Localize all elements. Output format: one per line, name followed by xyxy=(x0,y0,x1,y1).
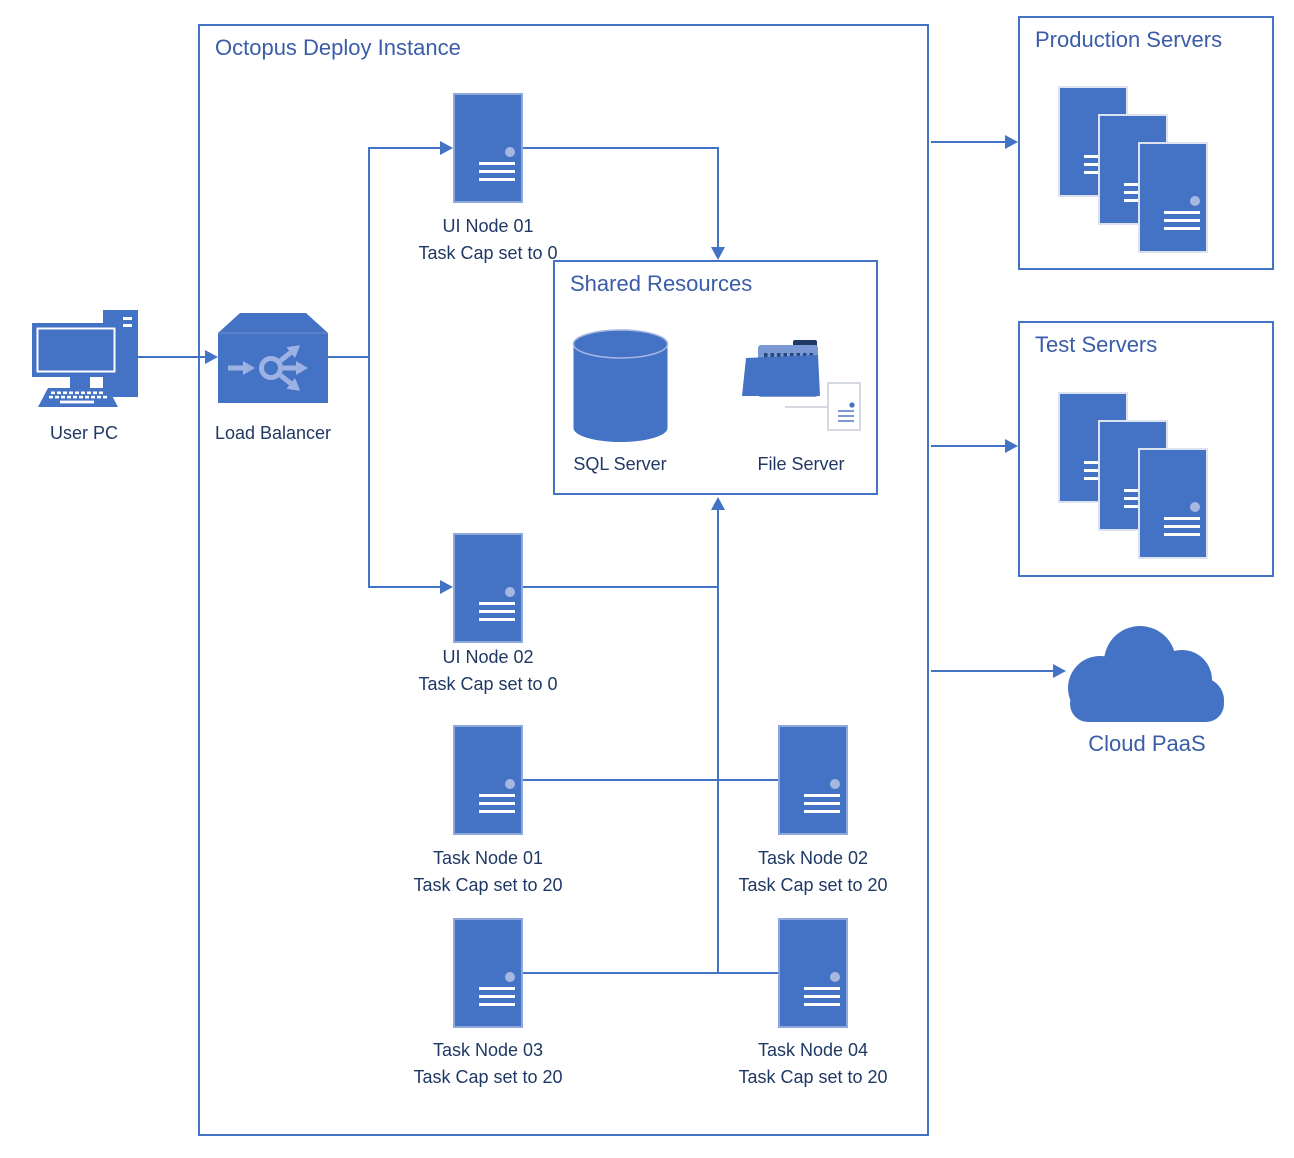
task-node-03-label: Task Node 03 Task Cap set to 20 xyxy=(378,1037,598,1091)
server-led-dot xyxy=(830,779,840,789)
server-vent-lines xyxy=(1164,211,1200,235)
connector-box-production xyxy=(931,141,1006,143)
connector-tasknode01-tasknode02 xyxy=(523,779,778,781)
file-server-label: File Server xyxy=(757,454,845,474)
cloud-paas-label: Cloud PaaS xyxy=(1088,731,1206,756)
connector-uinode01-horizontal xyxy=(523,147,719,149)
shared-resources-title: Shared Resources xyxy=(570,271,753,296)
ui-node-02-name: UI Node 02 xyxy=(442,647,534,667)
connector-userpc-loadbalancer xyxy=(138,356,206,358)
task-node-04-name: Task Node 04 xyxy=(757,1040,869,1060)
server-led-dot xyxy=(505,147,515,157)
server-vent-lines xyxy=(1164,517,1200,541)
server-vent-lines xyxy=(479,987,515,1011)
server-vent-lines xyxy=(479,794,515,818)
server-icon-task-node-02 xyxy=(778,725,848,835)
connector-tasks-shared-vertical xyxy=(717,510,719,973)
server-led-dot xyxy=(830,972,840,982)
production-servers-box: Production Servers xyxy=(1018,16,1274,270)
arrowhead-box-cloud xyxy=(1053,664,1066,678)
ui-node-02-label: UI Node 02 Task Cap set to 0 xyxy=(378,644,598,698)
server-vent-lines xyxy=(479,162,515,186)
sql-server-database-icon xyxy=(572,329,669,442)
arrowhead-branch-uinode02 xyxy=(440,580,453,594)
server-led-dot xyxy=(505,587,515,597)
server-icon-task-node-04 xyxy=(778,918,848,1028)
server-vent-lines xyxy=(804,987,840,1011)
task-node-04-label: Task Node 04 Task Cap set to 20 xyxy=(703,1037,923,1091)
server-icon-ui-node-02 xyxy=(453,533,523,643)
arrowhead-userpc-loadbalancer xyxy=(205,350,218,364)
connector-branch-vertical xyxy=(368,147,370,588)
server-icon-task-node-01 xyxy=(453,725,523,835)
test-servers-title: Test Servers xyxy=(1035,332,1158,357)
test-server-front xyxy=(1138,448,1208,559)
ui-node-02-caption: Task Cap set to 0 xyxy=(418,674,558,694)
connector-uinode02-junction xyxy=(523,586,719,588)
sql-server-label: SQL Server xyxy=(573,454,667,474)
load-balancer-icon xyxy=(218,313,328,403)
server-vent-lines xyxy=(479,602,515,626)
task-node-02-name: Task Node 02 xyxy=(757,848,869,868)
file-server-folder-icon xyxy=(742,340,861,431)
ui-node-01-name: UI Node 01 xyxy=(442,216,534,236)
server-vent-lines xyxy=(804,794,840,818)
production-servers-title: Production Servers xyxy=(1035,27,1223,52)
server-led-dot xyxy=(505,972,515,982)
cloud-icon xyxy=(1068,626,1224,722)
connector-branch-uinode02 xyxy=(368,586,440,588)
connector-branch-uinode01 xyxy=(368,147,440,149)
shared-resources-box: Shared Resources xyxy=(553,260,878,495)
arrowhead-branch-uinode01 xyxy=(440,141,453,155)
server-led-dot xyxy=(1190,196,1200,206)
user-pc-label: User PC xyxy=(49,423,118,443)
server-icon-task-node-03 xyxy=(453,918,523,1028)
task-node-03-name: Task Node 03 xyxy=(432,1040,544,1060)
production-server-front xyxy=(1138,142,1208,253)
task-node-04-caption: Task Cap set to 20 xyxy=(738,1067,888,1087)
user-pc-icon xyxy=(32,310,138,407)
server-led-dot xyxy=(505,779,515,789)
task-node-03-caption: Task Cap set to 20 xyxy=(413,1067,563,1087)
task-node-01-caption: Task Cap set to 20 xyxy=(413,875,563,895)
ui-node-01-label: UI Node 01 Task Cap set to 0 xyxy=(378,213,598,267)
arrowhead-box-test xyxy=(1005,439,1018,453)
connector-box-test xyxy=(931,445,1006,447)
task-node-01-name: Task Node 01 xyxy=(432,848,544,868)
arrowhead-into-shared-bottom xyxy=(711,497,725,510)
task-node-01-label: Task Node 01 Task Cap set to 20 xyxy=(378,845,598,899)
connector-uinode01-shared-vertical xyxy=(717,147,719,248)
arrowhead-box-production xyxy=(1005,135,1018,149)
connector-box-cloud xyxy=(931,670,1054,672)
task-node-02-label: Task Node 02 Task Cap set to 20 xyxy=(703,845,923,899)
test-servers-box: Test Servers xyxy=(1018,321,1274,577)
connector-tasknode03-tasknode04 xyxy=(523,972,778,974)
server-led-dot xyxy=(1190,502,1200,512)
ui-node-01-caption: Task Cap set to 0 xyxy=(418,243,558,263)
load-balancer-label: Load Balancer xyxy=(214,423,332,443)
octopus-instance-title: Octopus Deploy Instance xyxy=(215,35,461,60)
octopus-instance-box: Octopus Deploy Instance xyxy=(198,24,929,1136)
arrowhead-into-shared-top xyxy=(711,247,725,260)
server-icon-ui-node-01 xyxy=(453,93,523,203)
task-node-02-caption: Task Cap set to 20 xyxy=(738,875,888,895)
connector-loadbalancer-branch xyxy=(328,356,370,358)
